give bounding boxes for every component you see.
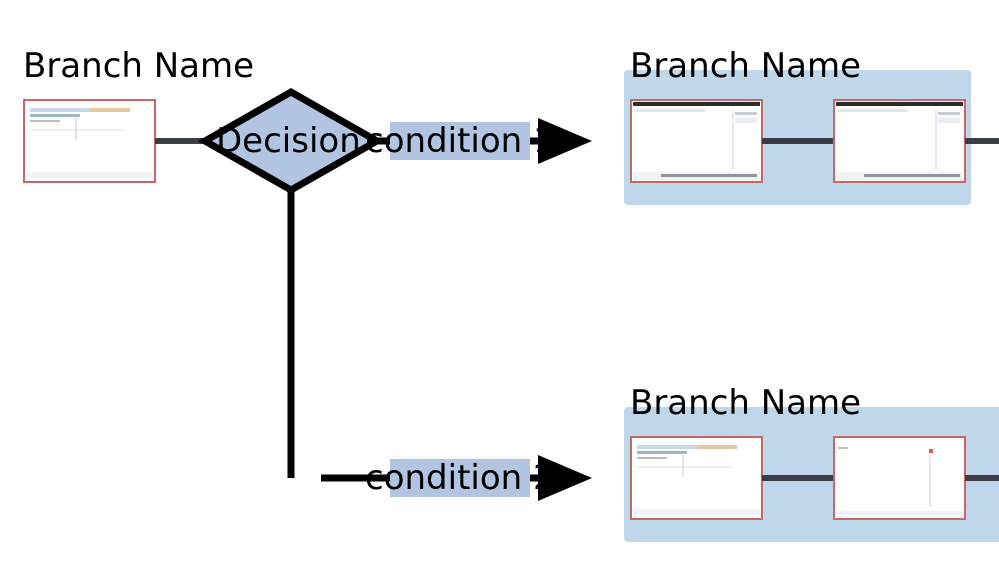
- branch-2-step-1-thumbnail[interactable]: [630, 436, 763, 520]
- condition-2-label: condition 2: [365, 458, 555, 498]
- branch-2-label: Branch Name: [630, 383, 861, 423]
- source-screenshot-thumbnail[interactable]: [23, 99, 156, 183]
- branch-1-label: Branch Name: [630, 46, 861, 86]
- condition-1-label-bg: [390, 122, 530, 160]
- branch-1-step-1-thumbnail[interactable]: [630, 99, 763, 183]
- source-branch-label: Branch Name: [23, 46, 254, 86]
- condition-1-label: condition 1: [365, 121, 555, 161]
- arrowhead-icon: [538, 455, 592, 501]
- branch-1-step-2-thumbnail[interactable]: [833, 99, 966, 183]
- condition-2-label-bg: [390, 459, 530, 497]
- decision-label: Decision: [216, 121, 361, 161]
- arrowhead-icon: [538, 118, 592, 164]
- branch-2-step-2-thumbnail[interactable]: [833, 436, 966, 520]
